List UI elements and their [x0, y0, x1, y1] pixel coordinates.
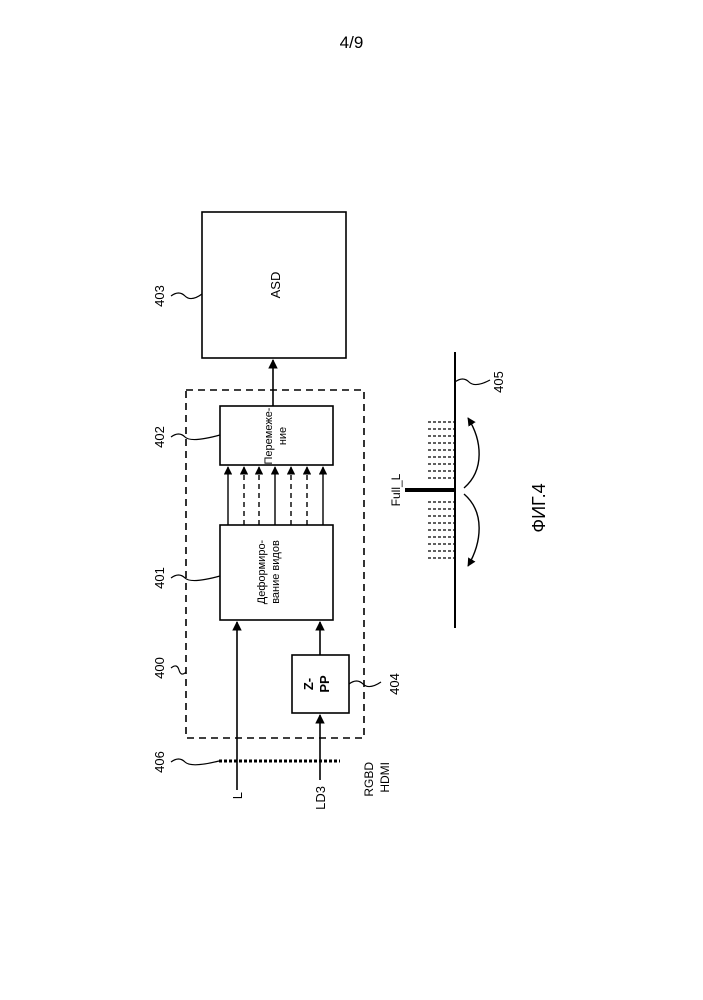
interleaving-label-line1: Перемеже-: [263, 407, 275, 464]
ref-402: 402: [152, 426, 167, 448]
ref-406: 406: [152, 751, 167, 773]
warping-label-line2: вание видов: [270, 540, 282, 604]
interleaving-label-line2: ние: [277, 427, 289, 445]
leader-401: [171, 575, 220, 581]
curved-arrow-up: [464, 418, 479, 488]
asd-label: ASD: [268, 272, 283, 299]
leader-400: [171, 666, 186, 674]
leader-404: [349, 681, 381, 687]
figure-caption: ФИГ.4: [529, 483, 549, 532]
curved-arrow-down: [464, 494, 479, 566]
ref-405: 405: [491, 371, 506, 393]
label-full-l: Full_L: [389, 473, 403, 506]
ref-404: 404: [387, 673, 402, 695]
label-hdmi: HDMI: [378, 762, 392, 793]
ref-403: 403: [152, 285, 167, 307]
zpp-label-line1: Z-: [301, 678, 316, 690]
leader-402: [171, 434, 220, 440]
label-rgbd: RGBD: [362, 762, 376, 797]
label-ld3: LD3: [313, 786, 328, 810]
leader-405: [455, 379, 490, 385]
warping-label-line1: Деформиро-: [256, 539, 268, 604]
zpp-label-line2: PP: [317, 675, 332, 693]
label-l: L: [230, 792, 245, 799]
ref-400: 400: [152, 657, 167, 679]
leader-403: [171, 293, 202, 299]
leader-406: [171, 759, 219, 765]
ref-401: 401: [152, 567, 167, 589]
